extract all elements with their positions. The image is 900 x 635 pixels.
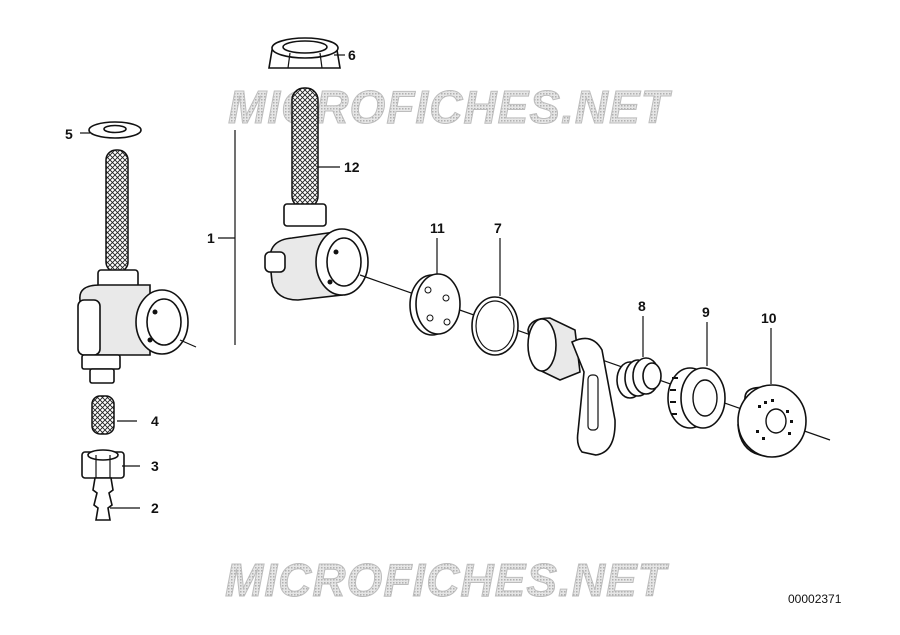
filter-strainer-part bbox=[291, 87, 319, 209]
ring-nut-part bbox=[667, 367, 726, 429]
callout-3: 3 bbox=[151, 458, 159, 474]
left-tap-body-part bbox=[77, 269, 197, 384]
cover-cap-part bbox=[737, 384, 807, 458]
document-id: 00002371 bbox=[788, 592, 842, 606]
callout-11: 11 bbox=[430, 220, 445, 236]
watermark-bottom: MICROFICHES.NET bbox=[225, 554, 670, 606]
hose-nipple-part bbox=[92, 477, 114, 521]
callout-7: 7 bbox=[494, 220, 502, 236]
callout-1: 1 bbox=[207, 230, 215, 246]
long-strainer-part bbox=[105, 149, 129, 273]
callout-5: 5 bbox=[65, 126, 73, 142]
callout-12: 12 bbox=[344, 159, 360, 175]
callout-4: 4 bbox=[151, 413, 159, 429]
lever-part bbox=[527, 317, 616, 456]
right-tap-body-part bbox=[264, 203, 369, 301]
callout-10: 10 bbox=[761, 310, 777, 326]
callout-leaders bbox=[80, 54, 772, 509]
spring-part bbox=[616, 357, 662, 399]
union-nut-part bbox=[81, 449, 125, 479]
callout-2: 2 bbox=[151, 500, 159, 516]
valve-disc-part bbox=[409, 273, 461, 336]
right-fuel-tap-assembly bbox=[264, 37, 831, 458]
small-strainer-part bbox=[91, 395, 115, 435]
left-fuel-tap-assembly bbox=[77, 121, 197, 521]
callout-9: 9 bbox=[702, 304, 710, 320]
callout-6: 6 bbox=[348, 47, 356, 63]
callout-8: 8 bbox=[638, 298, 646, 314]
washer-part bbox=[88, 121, 142, 139]
cap-nut-part bbox=[268, 37, 341, 69]
o-ring-part bbox=[471, 296, 519, 356]
